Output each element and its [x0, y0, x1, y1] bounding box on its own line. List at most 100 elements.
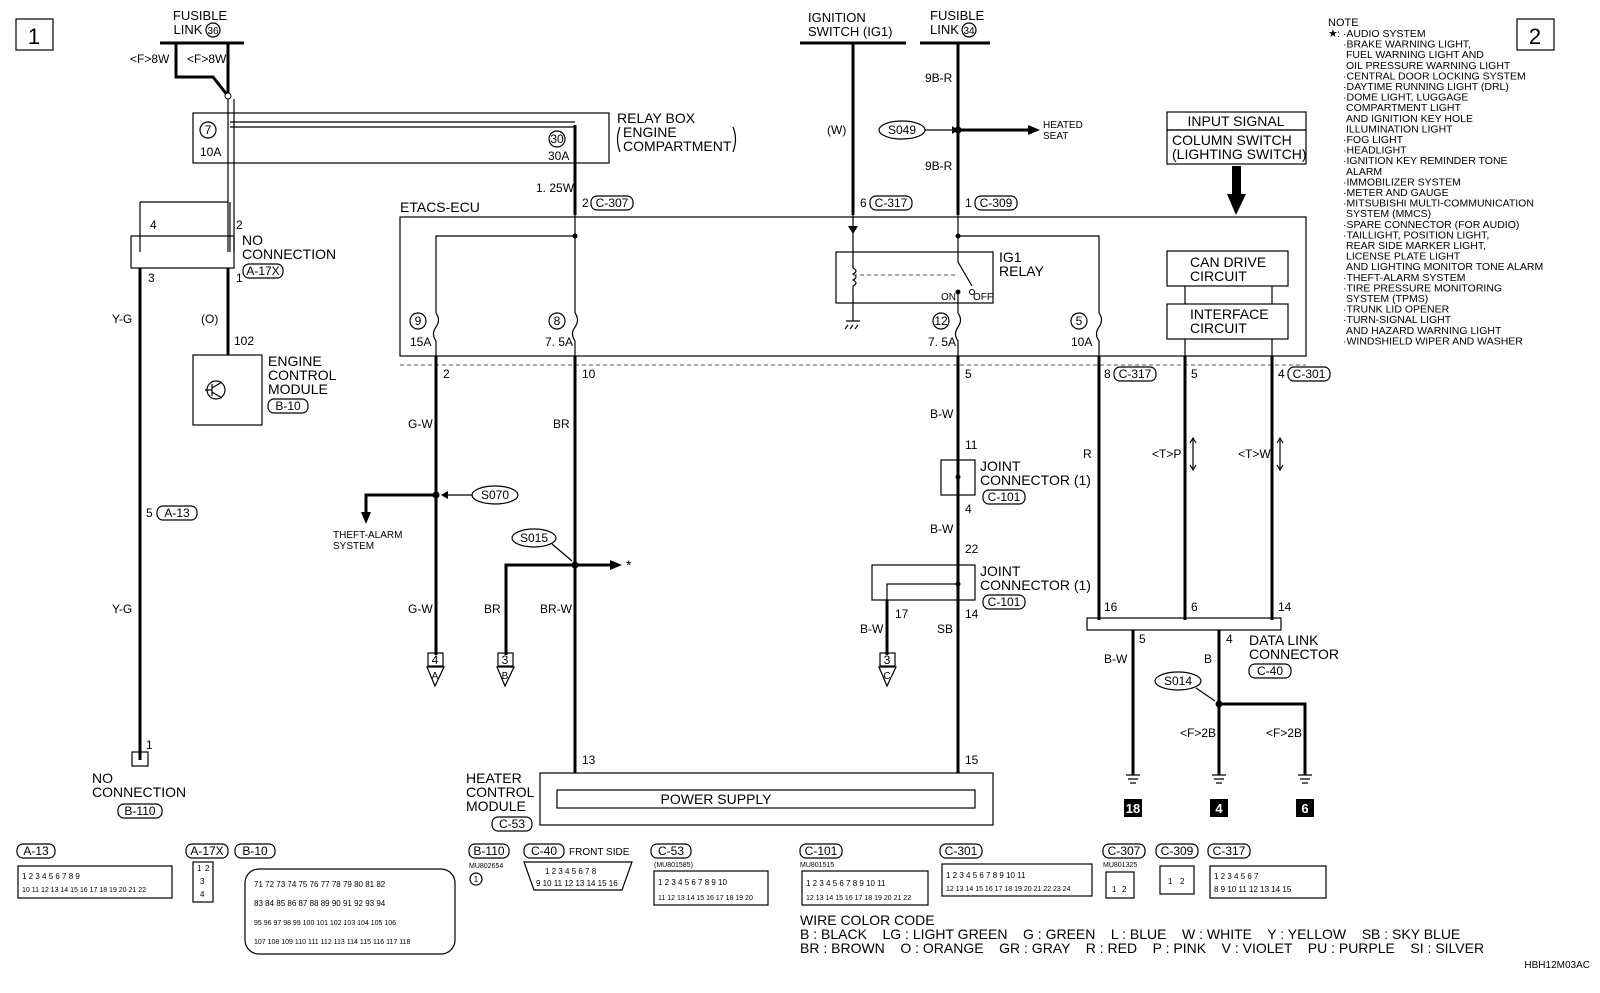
theft-alarm-2: SYSTEM: [333, 541, 374, 552]
wire-br-left-label: BR: [484, 602, 501, 616]
cv-c309-pin1: 1: [1168, 877, 1173, 886]
dl-pin-14: 14: [1278, 600, 1292, 614]
ecu-bus-junction: [572, 233, 578, 239]
ecu-fuse-9-circle: [409, 312, 427, 330]
c317b-connector-tag: [1113, 366, 1157, 382]
note-line: ·CENTRAL DOOR LOCKING SYSTEM: [1343, 70, 1526, 82]
connector-view-c301: C-301 1 2 3 4 5 6 7 8 9 10 11 12 13 14 1…: [939, 843, 1093, 897]
joint-connector-1b: CONNECTOR (1): [980, 472, 1091, 488]
relay-fuse-7-circle: [199, 121, 217, 139]
b10-connector-tag: [267, 398, 309, 414]
wire-bw-1: B-W: [930, 407, 954, 421]
ground-18-box: [1124, 799, 1142, 817]
fusible-link-36-circle: [205, 22, 221, 38]
connector-view-c40: C-40 FRONT SIDE 1 2 3 4 5 6 7 8 9 10 11 …: [523, 843, 633, 891]
cv-b10-row3: 95 96 97 98 99 100 101 102 103 104 105 1…: [254, 920, 396, 927]
ig1-relay-coil: [851, 255, 857, 321]
connector-view-b110: B-110 MU802654 1: [468, 843, 510, 886]
dl-pin-16: 16: [1104, 600, 1118, 614]
wire-b-label: B: [1204, 652, 1212, 666]
cv-a13-tag: [16, 843, 56, 859]
cv-c53-label: C-53: [658, 844, 684, 858]
cv-c53-part: (MU801585): [654, 862, 693, 869]
power-supply-box: [556, 789, 976, 809]
wire-yg-bottom-label: Y-G: [112, 602, 132, 616]
cv-c317-label: C-317: [1213, 844, 1246, 858]
cv-c40-caption: FRONT SIDE: [569, 847, 630, 858]
connector-view-c317: C-317 1 2 3 4 5 6 7 8 9 10 11 12 13 14 1…: [1207, 843, 1327, 899]
cv-c53-tag: [650, 843, 692, 859]
relay-fuse-7-rating: 10A: [200, 145, 221, 159]
c53-connector-label: C-53: [499, 817, 525, 831]
hc-pin-13: 13: [582, 753, 596, 767]
cv-c101-row1: 1 2 3 4 5 6 7 8 9 10 11: [806, 879, 886, 888]
ecu-pin-5: 5: [965, 367, 972, 381]
interface-circuit-box: [1166, 303, 1289, 340]
a17x-connector-tag: [242, 263, 284, 279]
wire-br-top: BR: [553, 417, 570, 431]
relay-fuse-30-num: 30: [550, 132, 564, 146]
wire-bw-2: B-W: [930, 522, 954, 536]
wire-9br-top: 9B-R: [925, 71, 953, 85]
joint-connector-2-box: [871, 564, 976, 601]
wire-bw-4: B-W: [1104, 652, 1128, 666]
jc-pin-4: 4: [965, 502, 972, 516]
cv-c307-tag: [1102, 843, 1146, 859]
wire-b-right-ground: [1219, 702, 1307, 775]
fusible-link-36-line2: LINK: [174, 22, 203, 37]
ecu-fuse-12-circle: [932, 312, 950, 330]
a17x-pin-4: 4: [150, 218, 157, 232]
wire-125w-label: 1. 25W: [536, 181, 575, 195]
s015-label: S015: [520, 531, 548, 545]
cv-a17x-body: [192, 861, 214, 903]
note-line: LICENSE PLATE LIGHT: [1346, 251, 1461, 263]
cv-b10-row2: 83 84 85 86 87 88 89 90 91 92 93 94: [254, 899, 386, 908]
ecu-fuse-8-circle: [548, 312, 566, 330]
ig1-off-contact: [969, 289, 975, 295]
cv-c307-pin2: 2: [1122, 885, 1127, 894]
cv-c309-tag: [1155, 843, 1199, 859]
connector-view-a17x: A-17X 1 2 3 4: [185, 843, 229, 903]
cv-c40-tag: [523, 843, 565, 859]
ground-18-label: 18: [1126, 801, 1140, 816]
cv-c309-body: [1159, 865, 1195, 895]
ig1-on-label: ON: [941, 292, 956, 303]
note-line: REAR SIDE MARKER LIGHT,: [1346, 240, 1486, 252]
ref-4a-letter: A: [432, 671, 439, 682]
ecu-internal-bus-right: [958, 235, 1100, 313]
tp-bidirectional-icon: [1189, 436, 1197, 472]
wire-yg-top-label: Y-G: [112, 312, 132, 326]
f8w-right-label: <F>8W: [187, 52, 227, 66]
jc-pin-14: 14: [965, 607, 979, 621]
note-line: ·DAYTIME RUNNING LIGHT (DRL): [1343, 81, 1509, 93]
s014-splice-tag: [1154, 671, 1202, 691]
cv-c53-row2: 11 12 13 14 15 16 17 18 19 20: [658, 895, 753, 902]
heater-control-3: MODULE: [466, 798, 526, 814]
a17x-connector-label: A-17X: [246, 264, 279, 278]
cv-c101-tag: [799, 843, 843, 859]
cv-c317-body: [1209, 865, 1327, 899]
note-line: ·TRUNK LID OPENER: [1343, 304, 1450, 316]
ref-3c-num: 3: [884, 653, 891, 667]
relay-fuse-7-num: 7: [205, 123, 212, 137]
cv-c40-row1: 1 2 3 4 5 6 7 8: [545, 867, 597, 876]
cv-c101-row2: 12 13 14 15 16 17 18 19 20 21 22: [806, 895, 911, 902]
ig1-relay-1: IG1: [999, 249, 1022, 265]
data-link-1: DATA LINK: [1249, 632, 1319, 648]
cv-c53-body: [653, 870, 769, 906]
ground-18-icon: [1126, 774, 1140, 784]
note-line: ALARM: [1346, 166, 1382, 178]
ecu-pin-10: 10: [582, 367, 596, 381]
heated-seat-arrow: [1028, 125, 1040, 135]
input-signal-body-1: COLUMN SWITCH: [1172, 132, 1292, 148]
heated-seat-1: HEATED: [1043, 120, 1083, 131]
jc-pin-17: 17: [895, 607, 909, 621]
ecu-fuse-9-rating: 15A: [410, 335, 431, 349]
a17x-pin-2: 2: [236, 218, 243, 232]
relay-box-bracket-left: [616, 126, 621, 153]
cv-a17x-pin2: 2: [205, 864, 210, 873]
connector-view-c101: C-101 MU801515 1 2 3 4 5 6 7 8 9 10 11 1…: [799, 843, 929, 906]
ecu-fuse-5-circle: [1070, 312, 1088, 330]
relay-box: [192, 112, 610, 164]
cv-c307-pin1: 1: [1112, 885, 1117, 894]
